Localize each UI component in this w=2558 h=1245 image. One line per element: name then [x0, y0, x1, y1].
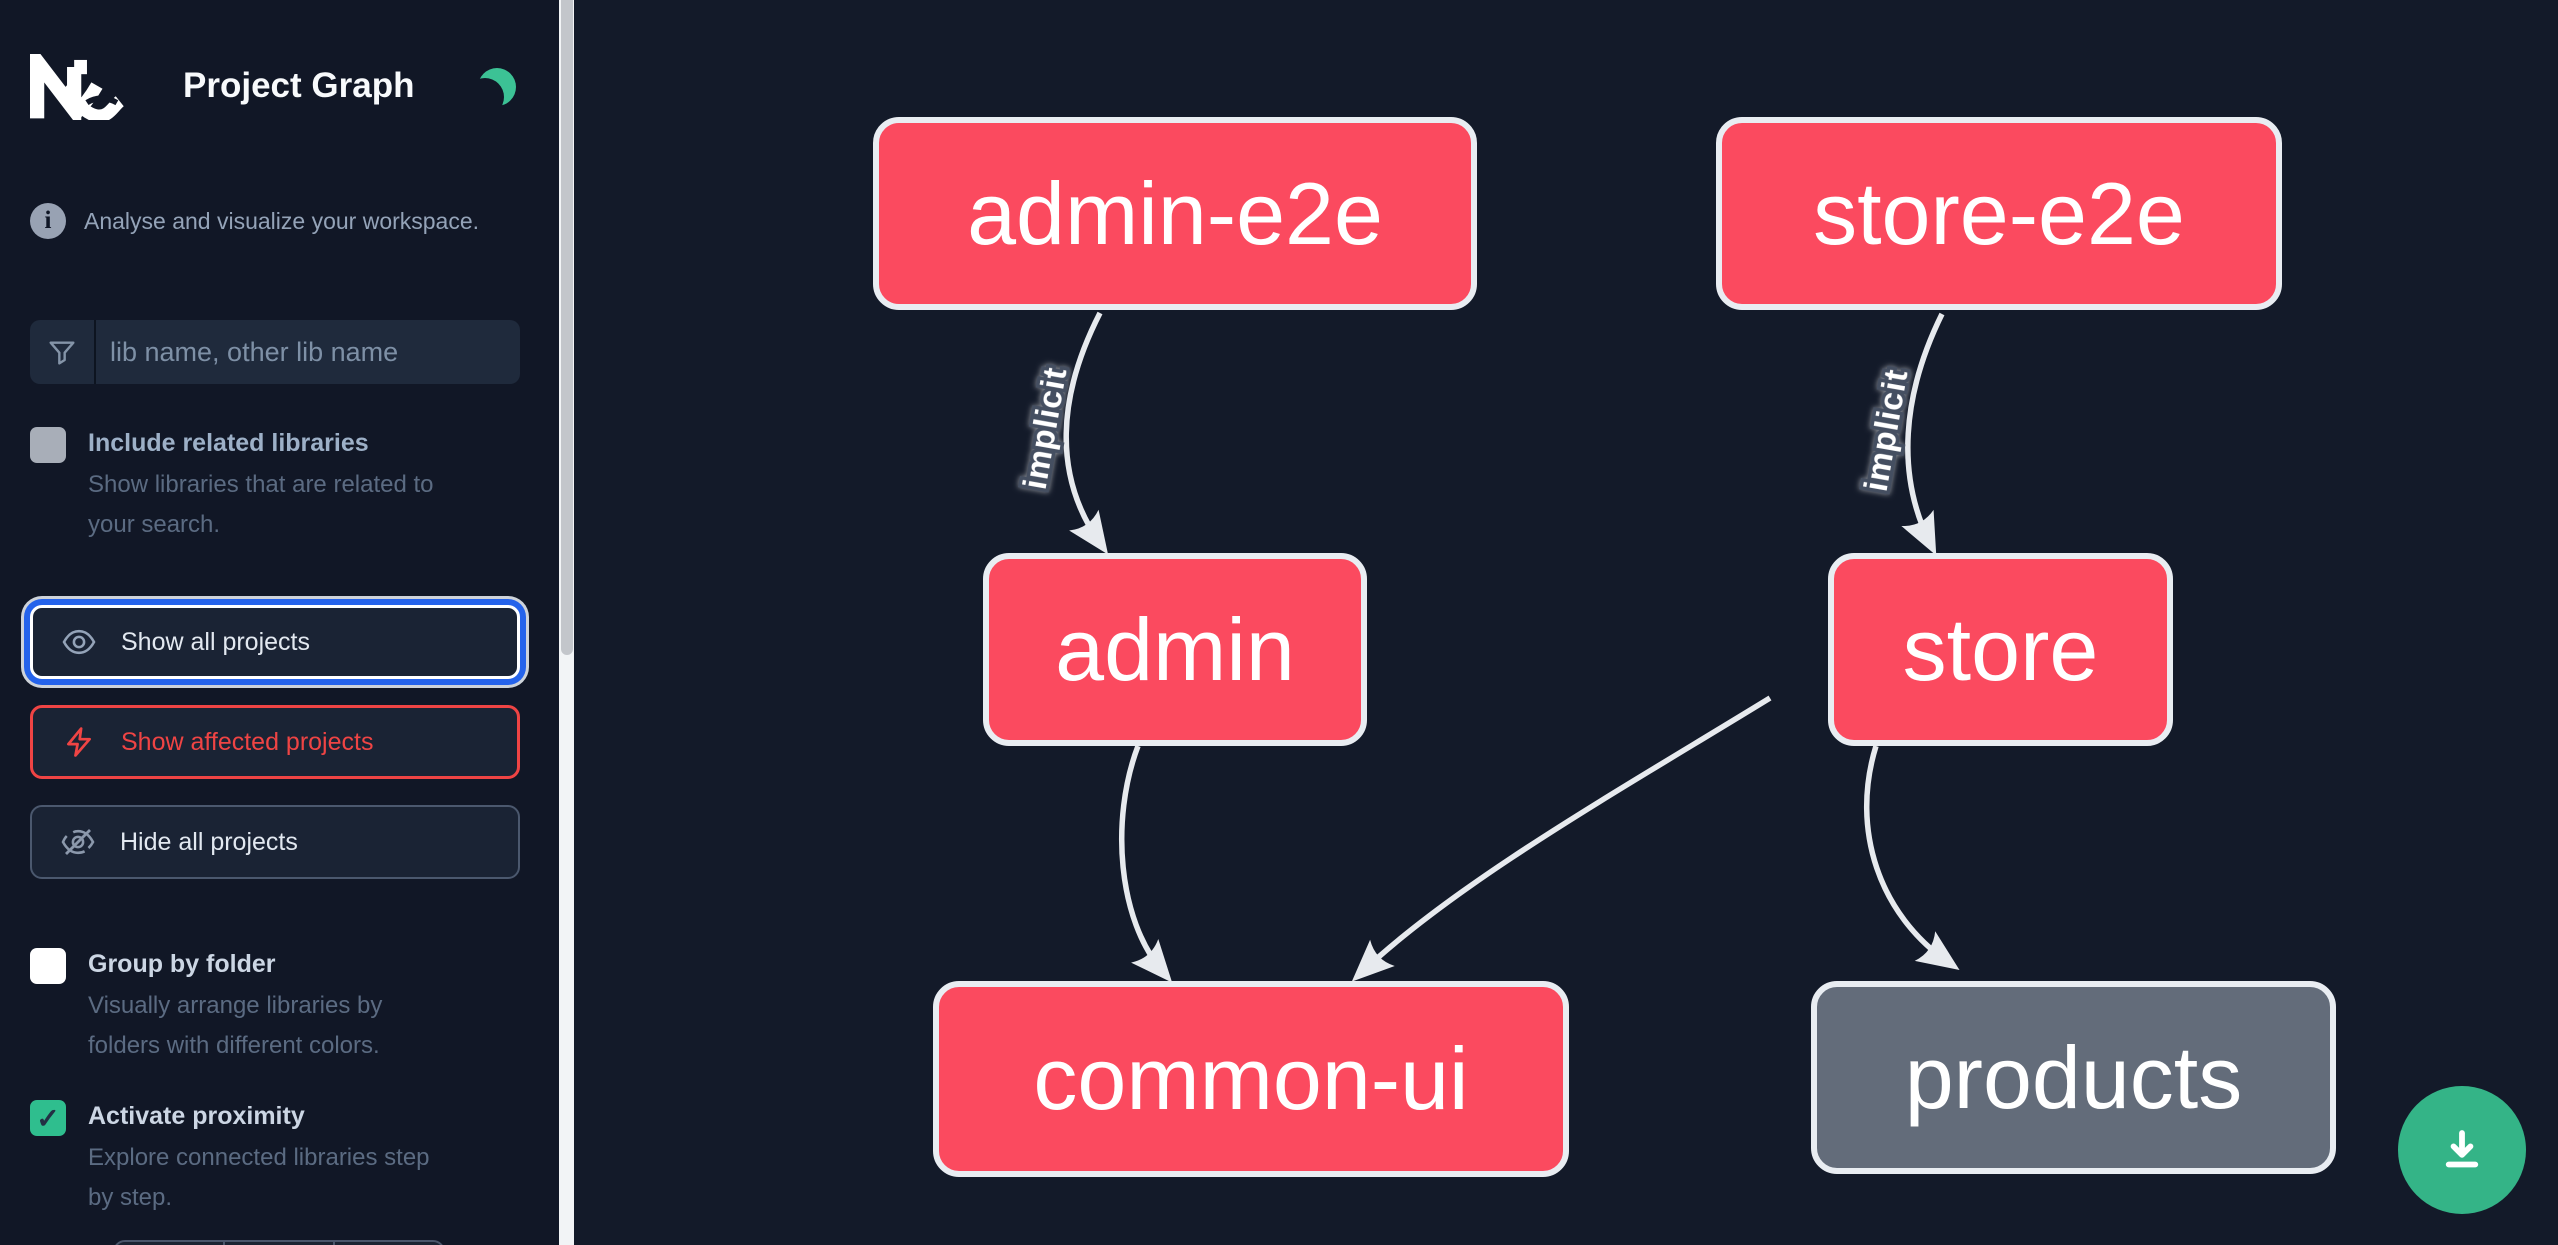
- funnel-icon: [30, 320, 96, 384]
- activate-proximity-checkbox[interactable]: ✓: [30, 1100, 66, 1136]
- group-by-folder-label: Group by folder: [88, 950, 276, 978]
- graph-edge-store-e2e-store: [1901, 312, 1945, 556]
- graph-node-common-ui[interactable]: common-ui: [933, 981, 1569, 1177]
- group-by-folder-description: Visually arrange libraries by folders wi…: [88, 992, 383, 1059]
- include-related-label: Include related libraries: [88, 429, 369, 457]
- sidebar: Project Graph i Analyse and visualize yo…: [0, 0, 559, 1245]
- eye-off-icon: [60, 824, 96, 860]
- include-related-description: Show libraries that are related to your …: [88, 471, 434, 538]
- sidebar-header: Project Graph: [30, 40, 530, 131]
- graph-node-store[interactable]: store: [1828, 553, 2173, 746]
- hide-all-projects-label: Hide all projects: [120, 827, 298, 856]
- workspace-info: i Analyse and visualize your workspace.: [30, 203, 479, 239]
- graph-edge-store-common-ui: [1351, 695, 1772, 982]
- activate-proximity-description: Explore connected libraries step by step…: [88, 1144, 430, 1211]
- activate-proximity-label: Activate proximity: [88, 1102, 305, 1130]
- hide-all-projects-button[interactable]: Hide all projects: [30, 805, 520, 879]
- include-related-checkbox[interactable]: ✓: [30, 427, 66, 463]
- group-by-folder-checkbox[interactable]: ✓: [30, 948, 66, 984]
- scrollbar-thumb[interactable]: [560, 0, 573, 655]
- page-title: Project Graph: [183, 66, 415, 105]
- graph-edge-store-products: [1863, 745, 1960, 970]
- show-all-projects-button[interactable]: Show all projects: [30, 605, 520, 679]
- graph-edge-admin-e2e-admin: [1063, 311, 1109, 555]
- sidebar-scrollbar: [559, 0, 574, 1245]
- graph-node-products[interactable]: products: [1811, 981, 2336, 1174]
- project-filter: [30, 320, 520, 384]
- info-text: Analyse and visualize your workspace.: [84, 207, 480, 234]
- show-affected-projects-button[interactable]: Show affected projects: [30, 705, 520, 779]
- bottom-control-segment[interactable]: [333, 1242, 443, 1245]
- show-all-projects-label: Show all projects: [121, 627, 310, 656]
- moon-icon[interactable]: [478, 68, 516, 106]
- nx-logo-icon: [30, 40, 125, 131]
- save-image-button[interactable]: [2398, 1086, 2526, 1214]
- graph-node-store-e2e[interactable]: store-e2e: [1716, 117, 2282, 310]
- graph-edge-admin-common-ui: [1118, 745, 1173, 983]
- bottom-segmented-control: [113, 1240, 445, 1245]
- bottom-control-segment[interactable]: [223, 1242, 333, 1245]
- download-icon: [2433, 1121, 2491, 1179]
- info-icon: i: [30, 203, 66, 239]
- bolt-icon: [61, 725, 97, 759]
- graph-node-admin-e2e[interactable]: admin-e2e: [873, 117, 1477, 310]
- show-affected-projects-label: Show affected projects: [121, 727, 374, 756]
- search-input[interactable]: [96, 320, 520, 384]
- graph-node-admin[interactable]: admin: [983, 553, 1367, 746]
- eye-icon: [61, 624, 97, 660]
